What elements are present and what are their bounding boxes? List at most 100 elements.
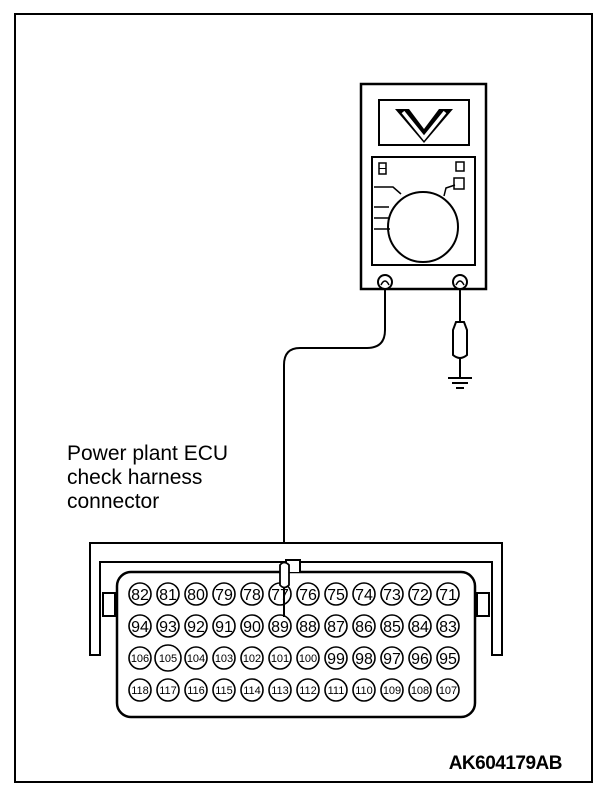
terminal-pin-80	[184, 582, 208, 606]
terminal-pin-113	[268, 678, 292, 702]
terminal-pin-114	[240, 678, 264, 702]
terminal-pin-112	[296, 678, 320, 702]
terminal-pin-74	[352, 582, 376, 606]
connector-latch-right	[476, 592, 490, 617]
terminal-pin-97	[380, 646, 404, 670]
terminal-label-84: 84	[411, 619, 429, 636]
terminal-label-98: 98	[355, 651, 373, 668]
terminal-pin-84	[408, 614, 432, 638]
terminal-pin-109	[380, 678, 404, 702]
terminal-label-117: 117	[159, 685, 177, 697]
terminal-label-118: 118	[131, 685, 149, 697]
terminal-label-74: 74	[355, 587, 373, 604]
terminal-pin-78	[240, 582, 264, 606]
terminal-pin-81	[156, 582, 180, 606]
terminal-label-89: 89	[271, 619, 289, 636]
terminal-pin-72	[408, 582, 432, 606]
connector-label: Power plant ECU check harness connector	[67, 442, 228, 514]
meter-jack-positive-icon	[377, 274, 393, 290]
meter-switch-right-top-icon	[455, 161, 465, 172]
terminal-label-101: 101	[271, 653, 289, 665]
terminal-pin-88	[296, 614, 320, 638]
terminal-label-87: 87	[327, 619, 345, 636]
selector-dial-icon	[387, 191, 459, 263]
terminal-pin-89	[268, 614, 292, 638]
terminal-pin-83	[436, 614, 460, 638]
terminal-label-86: 86	[355, 619, 373, 636]
terminal-label-109: 109	[383, 685, 401, 697]
terminal-label-83: 83	[439, 619, 457, 636]
terminal-label-95: 95	[439, 651, 457, 668]
terminal-label-79: 79	[215, 587, 233, 604]
terminal-label-96: 96	[411, 651, 429, 668]
terminal-pin-96	[408, 646, 432, 670]
connector-label-line-1: Power plant ECU	[67, 442, 229, 465]
terminal-pin-71	[436, 582, 460, 606]
terminal-label-100: 100	[299, 653, 317, 665]
terminal-label-77: 77	[271, 587, 289, 604]
terminal-pin-117	[156, 678, 180, 702]
terminal-pin-76	[296, 582, 320, 606]
terminal-label-102: 102	[243, 653, 261, 665]
terminal-pin-103	[212, 646, 236, 670]
probe-tip-icon	[279, 561, 290, 589]
terminal-label-110: 110	[355, 685, 373, 697]
connector-label-line-3: connector	[67, 490, 160, 513]
terminal-label-82: 82	[131, 587, 149, 604]
terminal-label-99: 99	[327, 651, 345, 668]
terminal-label-97: 97	[383, 651, 401, 668]
terminal-label-72: 72	[411, 587, 429, 604]
terminal-pin-104	[184, 646, 208, 670]
terminal-pin-85	[380, 614, 404, 638]
ground-symbol-icon	[448, 377, 472, 389]
terminal-pin-87	[324, 614, 348, 638]
terminal-pin-79	[212, 582, 236, 606]
terminal-label-115: 115	[215, 685, 233, 697]
terminal-pin-92	[184, 614, 208, 638]
voltmeter-display	[378, 99, 470, 146]
terminal-label-106: 106	[131, 653, 149, 665]
connector-latch-left	[102, 592, 116, 617]
terminal-label-103: 103	[215, 653, 233, 665]
terminal-label-112: 112	[299, 685, 317, 697]
terminal-pin-116	[184, 678, 208, 702]
terminal-label-76: 76	[299, 587, 317, 604]
terminal-label-108: 108	[411, 685, 429, 697]
terminal-label-91: 91	[215, 619, 233, 636]
test-leads	[283, 289, 472, 565]
terminal-label-105: 105	[159, 653, 177, 665]
terminal-pin-86	[352, 614, 376, 638]
terminal-pin-73	[380, 582, 404, 606]
terminal-pin-91	[212, 614, 236, 638]
terminal-pin-107	[436, 678, 460, 702]
terminal-label-94: 94	[131, 619, 149, 636]
terminal-pin-115	[212, 678, 236, 702]
terminal-label-88: 88	[299, 619, 317, 636]
terminal-pin-82	[128, 582, 152, 606]
connector-label-line-2: check harness	[67, 466, 203, 489]
terminal-pin-100	[296, 646, 320, 670]
terminal-label-107: 107	[439, 685, 457, 697]
terminal-label-113: 113	[271, 685, 289, 697]
terminal-pin-106	[128, 646, 152, 670]
terminal-label-71: 71	[439, 587, 457, 604]
terminal-label-104: 104	[187, 653, 205, 665]
terminal-label-80: 80	[187, 587, 205, 604]
terminal-label-90: 90	[243, 619, 261, 636]
terminal-pin-101	[268, 646, 292, 670]
terminal-label-75: 75	[327, 587, 345, 604]
terminal-label-81: 81	[159, 587, 177, 604]
connector-outer-shell	[89, 542, 503, 656]
figure-code: AK604179AB	[448, 753, 563, 774]
ground-probe-icon	[452, 321, 468, 359]
terminal-pin-98	[352, 646, 376, 670]
terminal-label-116: 116	[187, 685, 205, 697]
terminal-label-111: 111	[328, 685, 345, 697]
terminal-pin-118	[128, 678, 152, 702]
terminal-pin-108	[408, 678, 432, 702]
meter-jack-negative-icon	[452, 274, 468, 290]
voltmeter	[359, 82, 488, 291]
terminal-label-73: 73	[383, 587, 401, 604]
